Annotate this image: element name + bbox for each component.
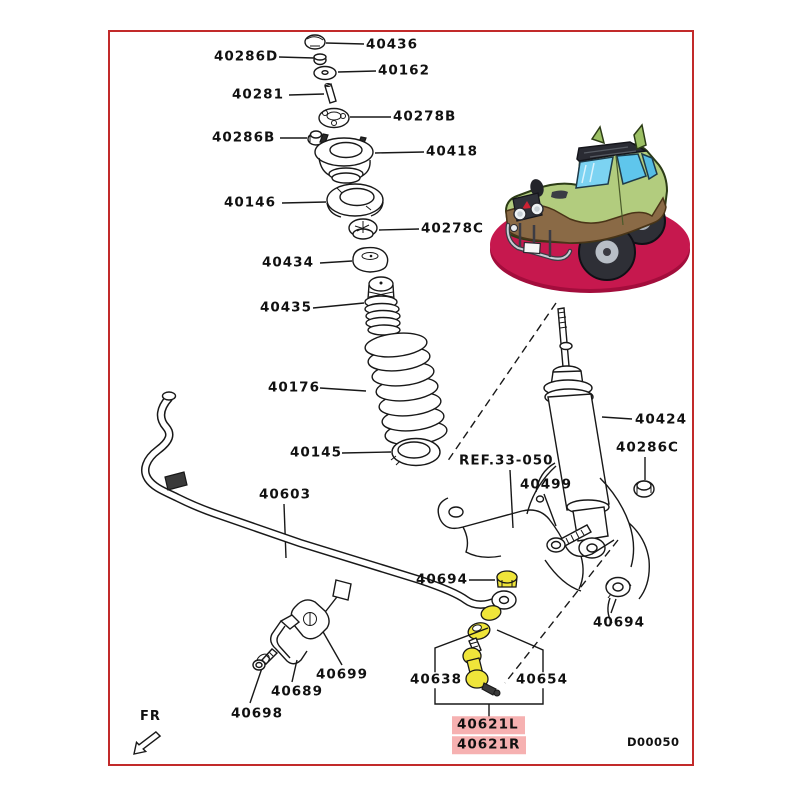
hood-vent	[551, 190, 568, 199]
link-grouping-bracket	[434, 627, 544, 717]
fog-light	[510, 224, 518, 232]
door-seam	[615, 155, 624, 226]
spring-seat-ring-40145	[390, 437, 441, 467]
nut-40286D	[313, 53, 327, 66]
cap-40434	[352, 246, 389, 273]
piece-40278C	[348, 218, 378, 240]
assembly-centerlines	[446, 302, 619, 684]
stabilizer-bar-40603	[141, 391, 517, 610]
side-mirror	[530, 179, 544, 197]
roof-fin-rear	[633, 123, 647, 151]
fr-orientation-label: FR	[140, 709, 161, 724]
car-windshield	[575, 156, 614, 189]
grille-badge	[522, 201, 531, 209]
spring-seat-40146	[326, 183, 384, 218]
fr-direction-arrow	[133, 730, 162, 755]
strut-mount-40418	[314, 133, 374, 184]
vehicle-illustration	[490, 123, 690, 293]
bracket-40278B	[318, 107, 350, 129]
lower-arm-knuckle-sketch	[437, 462, 650, 624]
nut-40286C	[633, 480, 655, 498]
car-rear-window	[640, 152, 658, 181]
shock-absorber-40424	[543, 307, 610, 559]
bolt-40698	[252, 648, 279, 671]
license-plate	[523, 241, 541, 255]
figure-code-label: D00050	[627, 735, 680, 749]
car-side-window	[616, 153, 647, 185]
washer-40162	[313, 65, 337, 81]
bump-stop-40435	[364, 276, 401, 336]
pin-40281	[324, 83, 337, 104]
roof-fin-front	[590, 125, 606, 145]
bolt-40499	[546, 524, 592, 553]
strut-cap-40436	[304, 34, 326, 50]
coil-spring-40176	[364, 332, 448, 446]
car-cladding	[505, 196, 667, 244]
stabilizer-bracket-40689	[269, 614, 308, 665]
stabilizer-link-40621-highlighted	[462, 570, 518, 697]
leader-lines	[249, 42, 646, 704]
arm-bushing-40694-right	[605, 576, 632, 599]
